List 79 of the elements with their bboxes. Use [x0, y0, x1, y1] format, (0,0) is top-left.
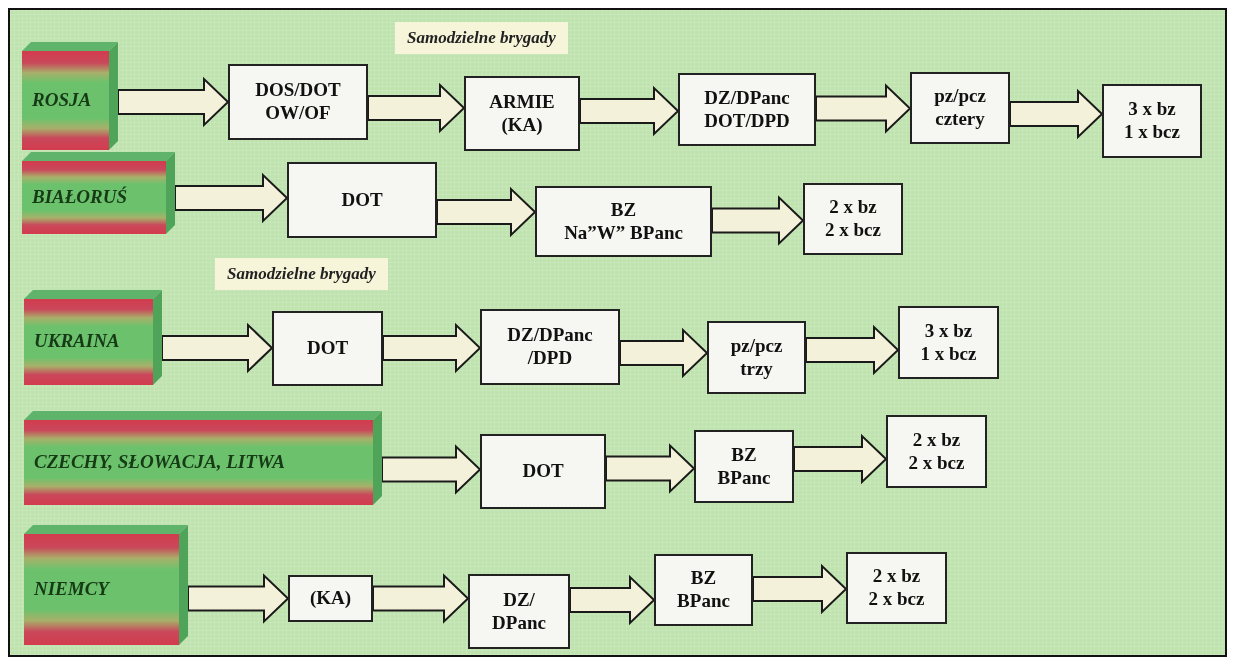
unit-text: DOS/DOT [255, 79, 341, 102]
group-note: Samodzielne brygady [395, 22, 568, 54]
block-arrow [381, 444, 482, 495]
country-name: NIEMCY [34, 577, 109, 600]
block-arrow [569, 574, 656, 626]
unit-box [654, 554, 753, 626]
unit-text: cztery [935, 108, 985, 131]
unit-box [468, 574, 570, 649]
unit-box [678, 73, 816, 146]
block-arrow [117, 76, 230, 128]
block-arrow [367, 82, 466, 134]
block-arrow [619, 327, 709, 379]
unit-text: BPanc [677, 590, 730, 613]
unit-box [1102, 84, 1202, 158]
unit-box [464, 76, 580, 151]
unit-text: 2 x bcz [825, 219, 881, 242]
block-arrow [187, 573, 290, 624]
block-arrow [372, 573, 470, 624]
unit-text: 1 x bcz [1124, 121, 1180, 144]
unit-box [228, 64, 368, 140]
unit-box [707, 321, 806, 394]
block-arrow [579, 85, 680, 137]
unit-box [480, 309, 620, 385]
unit-text: DOT/DPD [704, 109, 790, 133]
unit-text: DZ/ [503, 588, 535, 612]
block-arrow [174, 172, 289, 224]
unit-text: ARMIE [489, 90, 555, 114]
unit-box [910, 72, 1010, 144]
unit-text: pz/pcz [934, 85, 986, 108]
unit-text: 2 x bz [912, 428, 961, 452]
unit-text: 1 x bcz [920, 342, 977, 366]
unit-box [694, 430, 794, 503]
unit-text: /DPD [527, 347, 573, 370]
country-name: CZECHY, SŁOWACJA, LITWA [34, 450, 285, 473]
unit-text: BPanc [717, 466, 771, 490]
group-note: Samodzielne brygady [215, 258, 388, 290]
block-arrow [382, 322, 482, 374]
unit-box [480, 434, 606, 509]
unit-text: BZ [690, 567, 717, 590]
unit-text: 2 x bz [829, 196, 877, 219]
unit-box [846, 552, 947, 624]
unit-text: BZ [731, 443, 757, 467]
unit-box [288, 575, 373, 622]
unit-text: DZ/DPanc [704, 86, 790, 110]
unit-text: Na”W” BPanc [564, 221, 683, 245]
unit-text: 2 x bcz [908, 451, 965, 475]
unit-box [535, 186, 712, 257]
unit-text: 2 x bz [872, 565, 921, 588]
unit-text: 3 x bz [924, 319, 973, 343]
unit-box [803, 183, 903, 255]
block-arrow [605, 443, 696, 494]
unit-box [272, 311, 383, 386]
block-arrow [805, 324, 900, 376]
block-arrow [815, 83, 912, 134]
block-arrow [436, 186, 537, 238]
unit-text: pz/pcz [730, 334, 783, 358]
unit-text: OW/OF [265, 102, 331, 125]
unit-text: DZ/DPanc [507, 324, 593, 347]
unit-text: DOT [306, 337, 349, 360]
country-name: ROSJA [32, 88, 92, 111]
block-arrow [1009, 88, 1104, 140]
block-arrow [711, 195, 805, 246]
unit-text: DOT [341, 188, 383, 212]
block-arrow [161, 322, 274, 374]
unit-box [898, 306, 999, 379]
country-name: UKRAINA [34, 330, 120, 352]
unit-text: DOT [522, 460, 564, 483]
unit-box [886, 415, 987, 488]
unit-text: (KA) [309, 587, 352, 610]
unit-text: (KA) [501, 113, 543, 137]
block-arrow [752, 563, 848, 615]
unit-text: 2 x bcz [868, 588, 925, 611]
block-arrow [793, 433, 888, 485]
country-name: BIAŁORUŚ [32, 185, 128, 208]
unit-text: 3 x bz [1128, 98, 1176, 121]
unit-text: DPanc [492, 611, 546, 635]
unit-box [287, 162, 437, 238]
unit-text: trzy [740, 357, 773, 381]
unit-text: BZ [610, 198, 637, 222]
